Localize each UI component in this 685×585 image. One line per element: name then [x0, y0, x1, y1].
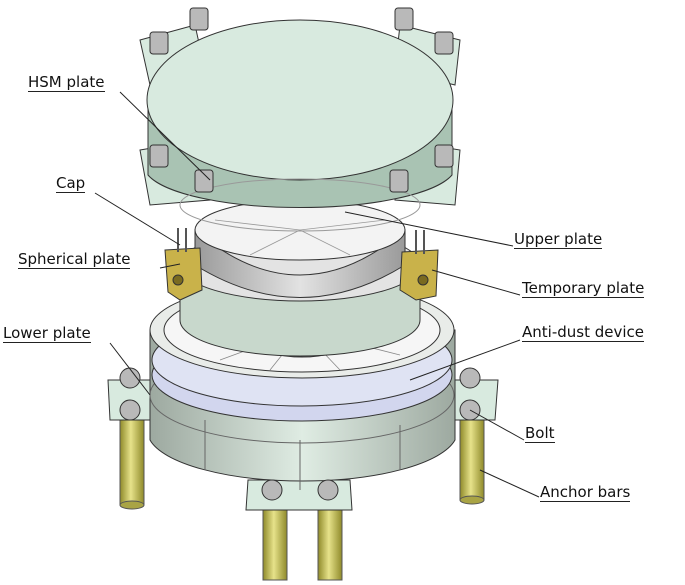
label-temporary-plate: Temporary plate: [522, 279, 645, 298]
anchor-bar-front-left: [262, 499, 288, 581]
anchor-bar-front-right: [317, 499, 343, 581]
temporary-brackets: [164, 228, 439, 301]
hsm-plate: [139, 19, 461, 232]
label-bolt: Bolt: [525, 424, 555, 443]
label-lower-plate: Lower plate: [3, 324, 91, 343]
upper-bolts: [149, 7, 454, 193]
anchor-bar-left: [119, 409, 145, 506]
label-spherical-plate: Spherical plate: [18, 250, 131, 269]
label-upper-plate: Upper plate: [514, 230, 603, 249]
label-cap: Cap: [56, 174, 86, 193]
label-anti-dust-device: Anti-dust device: [522, 323, 644, 342]
anchor-bar-right: [459, 409, 485, 501]
label-anchor-bars: Anchor bars: [540, 483, 631, 502]
lower-bolts: [119, 367, 481, 501]
spherical-plate: [179, 199, 421, 357]
label-hsm-plate: HSM plate: [28, 73, 105, 92]
leader-lines: [94, 91, 540, 498]
